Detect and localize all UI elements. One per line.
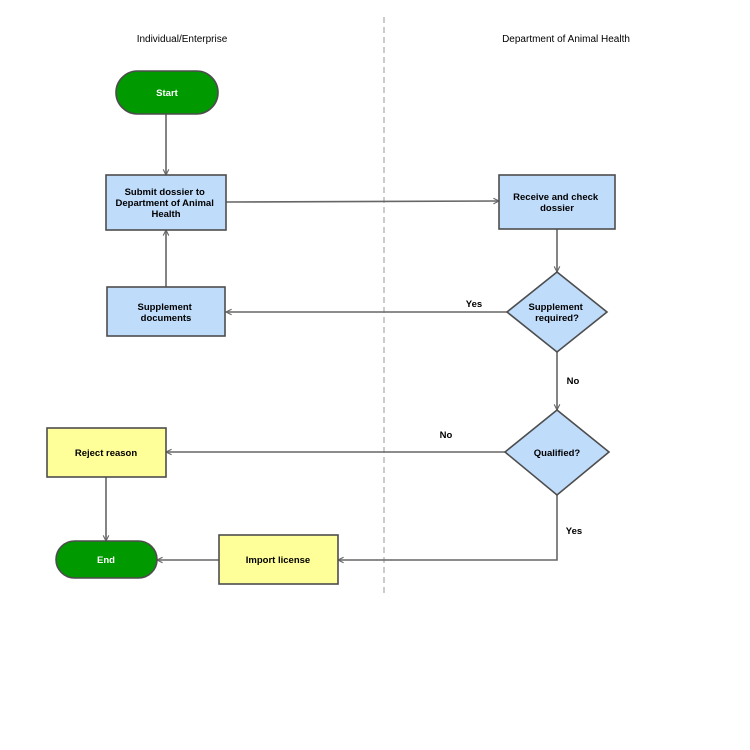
import-license-box: Import license — [218, 534, 339, 585]
receive-dossier-label: Receive and check dossier — [513, 192, 601, 214]
edge-label-qualified-no: No — [440, 430, 453, 441]
start-label: Start — [156, 88, 178, 99]
edge-submit-to-receive — [225, 201, 499, 202]
qualified-decision: Qualified? — [503, 408, 611, 497]
edge-label-supplement-yes: Yes — [466, 299, 482, 310]
lane-title-department: Department of Animal Health — [502, 34, 630, 45]
supplement-documents-box: Supplement documents — [106, 286, 226, 337]
qualified-label: Qualified? — [534, 448, 581, 459]
import-license-label: Import license — [246, 555, 310, 566]
receive-dossier-box: Receive and check dossier — [498, 174, 616, 230]
supplement-required-decision: Supplement required? — [505, 270, 609, 354]
submit-dossier-box: Submit dossier to Department of Animal H… — [105, 174, 227, 231]
submit-dossier-label: Submit dossier to Department of Animal H… — [116, 187, 217, 220]
lane-title-individual: Individual/Enterprise — [137, 34, 228, 45]
supplement-required-label: Supplement required? — [528, 302, 585, 324]
end-label: End — [97, 555, 115, 566]
supplement-documents-label: Supplement documents — [137, 302, 194, 324]
reject-reason-box: Reject reason — [46, 427, 167, 478]
end-terminal: End — [55, 540, 158, 579]
start-terminal: Start — [115, 70, 219, 115]
edge-qualified-yes — [338, 495, 558, 560]
reject-reason-label: Reject reason — [75, 448, 138, 459]
edge-label-qualified-yes: Yes — [566, 526, 582, 537]
edge-label-supplement-no: No — [567, 376, 580, 387]
